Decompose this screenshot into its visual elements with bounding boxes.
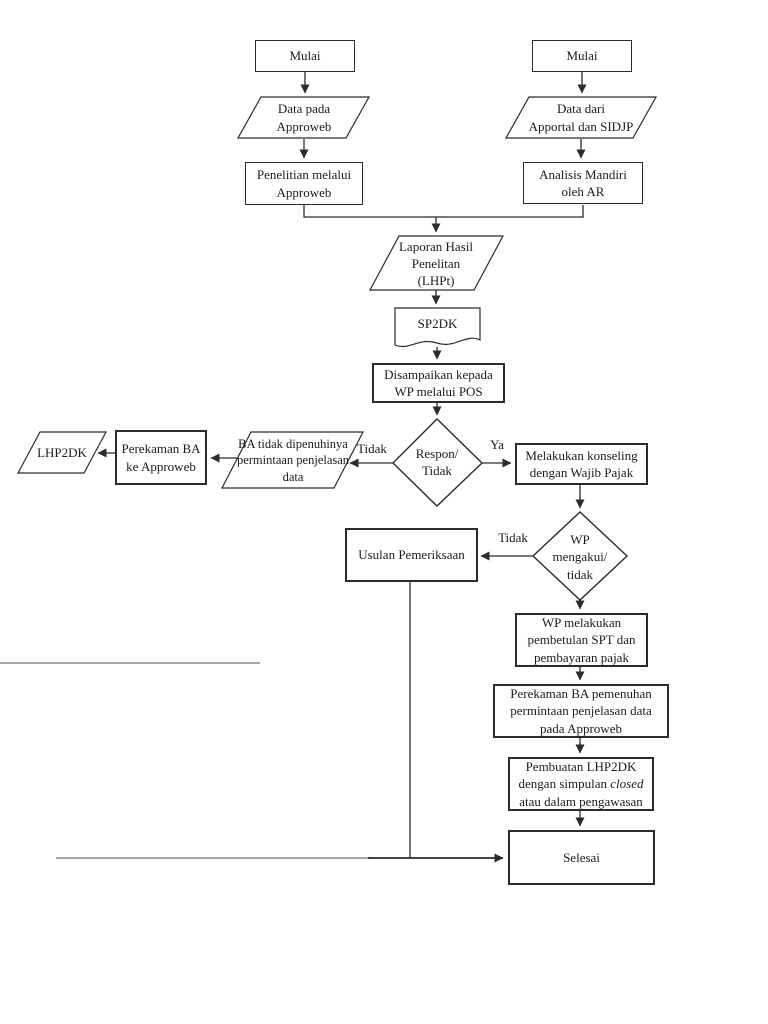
node-data-pada-approweb: Data pada Approweb — [254, 97, 354, 138]
laporan-hasil-penelitan-shape — [368, 235, 505, 291]
node-usulan-label: Usulan Pemeriksaan — [358, 547, 465, 563]
edge-label-tidak-respon: Tidak — [357, 441, 387, 456]
node-konseling-label: Melakukan konseling dengan Wajib Pajak — [525, 447, 638, 480]
node-lhp2dk-label: LHP2DK — [37, 444, 87, 460]
node-data-pada-label: Data pada Approweb — [276, 101, 332, 134]
node-pembetulan-label: WP melakukan pembetulan SPT dan pembayar… — [527, 615, 636, 665]
node-sp2dk: SP2DK — [395, 306, 480, 342]
node-sp2dk-label: SP2DK — [417, 316, 458, 332]
node-analisis-mandiri-oleh-ar: Analisis Mandiri oleh AR — [523, 162, 643, 204]
decision-respon-label: Respon/ Tidak — [415, 445, 459, 478]
ba-tidak-dipenuhinya-shape — [221, 431, 364, 489]
node-perekaman-ba-label: Perekaman BA ke Approweb — [121, 441, 201, 474]
sp2dk-document-shape — [394, 307, 481, 347]
node-ba-tidak-label: BA tidak dipenuhinya permintaan penjelas… — [236, 436, 350, 484]
edge-label-tidak-mengakui: Tidak — [498, 530, 528, 545]
node-wp-melakukan-pembetulan: WP melakukan pembetulan SPT dan pembayar… — [515, 613, 648, 667]
node-mulai-right-label: Mulai — [566, 48, 598, 64]
node-analisis-label: Analisis Mandiri oleh AR — [539, 166, 627, 199]
respon-tidak-diamond-shape — [392, 418, 484, 507]
data-pada-approweb-shape — [236, 96, 371, 139]
lhp2dk-shape — [16, 431, 108, 474]
edge-label-ya: Ya — [490, 437, 504, 452]
node-perekaman-ba-pemenuhan: Perekaman BA pemenuhan permintaan penjel… — [493, 684, 669, 738]
node-data-dari-label: Data dari Apportal dan SIDJP — [528, 101, 634, 134]
decision-mengakui-label: WP mengakui/ tidak — [552, 532, 608, 582]
node-mulai-left: Mulai — [255, 40, 355, 72]
node-usulan-pemeriksaan: Usulan Pemeriksaan — [345, 528, 478, 582]
node-ba-tidak-dipenuhinya: BA tidak dipenuhinya permintaan penjelas… — [228, 433, 358, 488]
node-penelitian-melalui-approweb: Penelitian melalui Approweb — [245, 162, 363, 205]
data-dari-apportal-shape — [504, 96, 658, 139]
wp-mengakui-diamond-shape — [531, 511, 629, 601]
node-disampaikan-kepada-wp: Disampaikan kepada WP melalui POS — [372, 363, 505, 403]
node-perekaman-pemenuhan-label: Perekaman BA pemenuhan permintaan penjel… — [510, 686, 652, 736]
node-lhpt-label: Laporan Hasil Penelitan (LHPt) — [398, 238, 473, 289]
node-melakukan-konseling: Melakukan konseling dengan Wajib Pajak — [515, 443, 648, 485]
node-disampaikan-label: Disampaikan kepada WP melalui POS — [384, 366, 493, 399]
node-data-dari-apportal-sidjp: Data dari Apportal dan SIDJP — [514, 97, 648, 138]
node-perekaman-ba-ke-approweb: Perekaman BA ke Approweb — [115, 430, 207, 485]
node-selesai-label: Selesai — [563, 849, 600, 865]
decision-respon-tidak: Respon/ Tidak — [395, 424, 479, 500]
node-selesai: Selesai — [508, 830, 655, 885]
node-laporan-hasil-penelitan: Laporan Hasil Penelitan (LHPt) — [391, 237, 481, 290]
node-lhp2dk: LHP2DK — [28, 432, 96, 473]
node-mulai-right: Mulai — [532, 40, 632, 72]
decision-wp-mengakui-tidak: WP mengakui/ tidak — [546, 518, 614, 596]
node-penelitian-label: Penelitian melalui Approweb — [256, 167, 352, 200]
node-mulai-left-label: Mulai — [289, 48, 321, 64]
